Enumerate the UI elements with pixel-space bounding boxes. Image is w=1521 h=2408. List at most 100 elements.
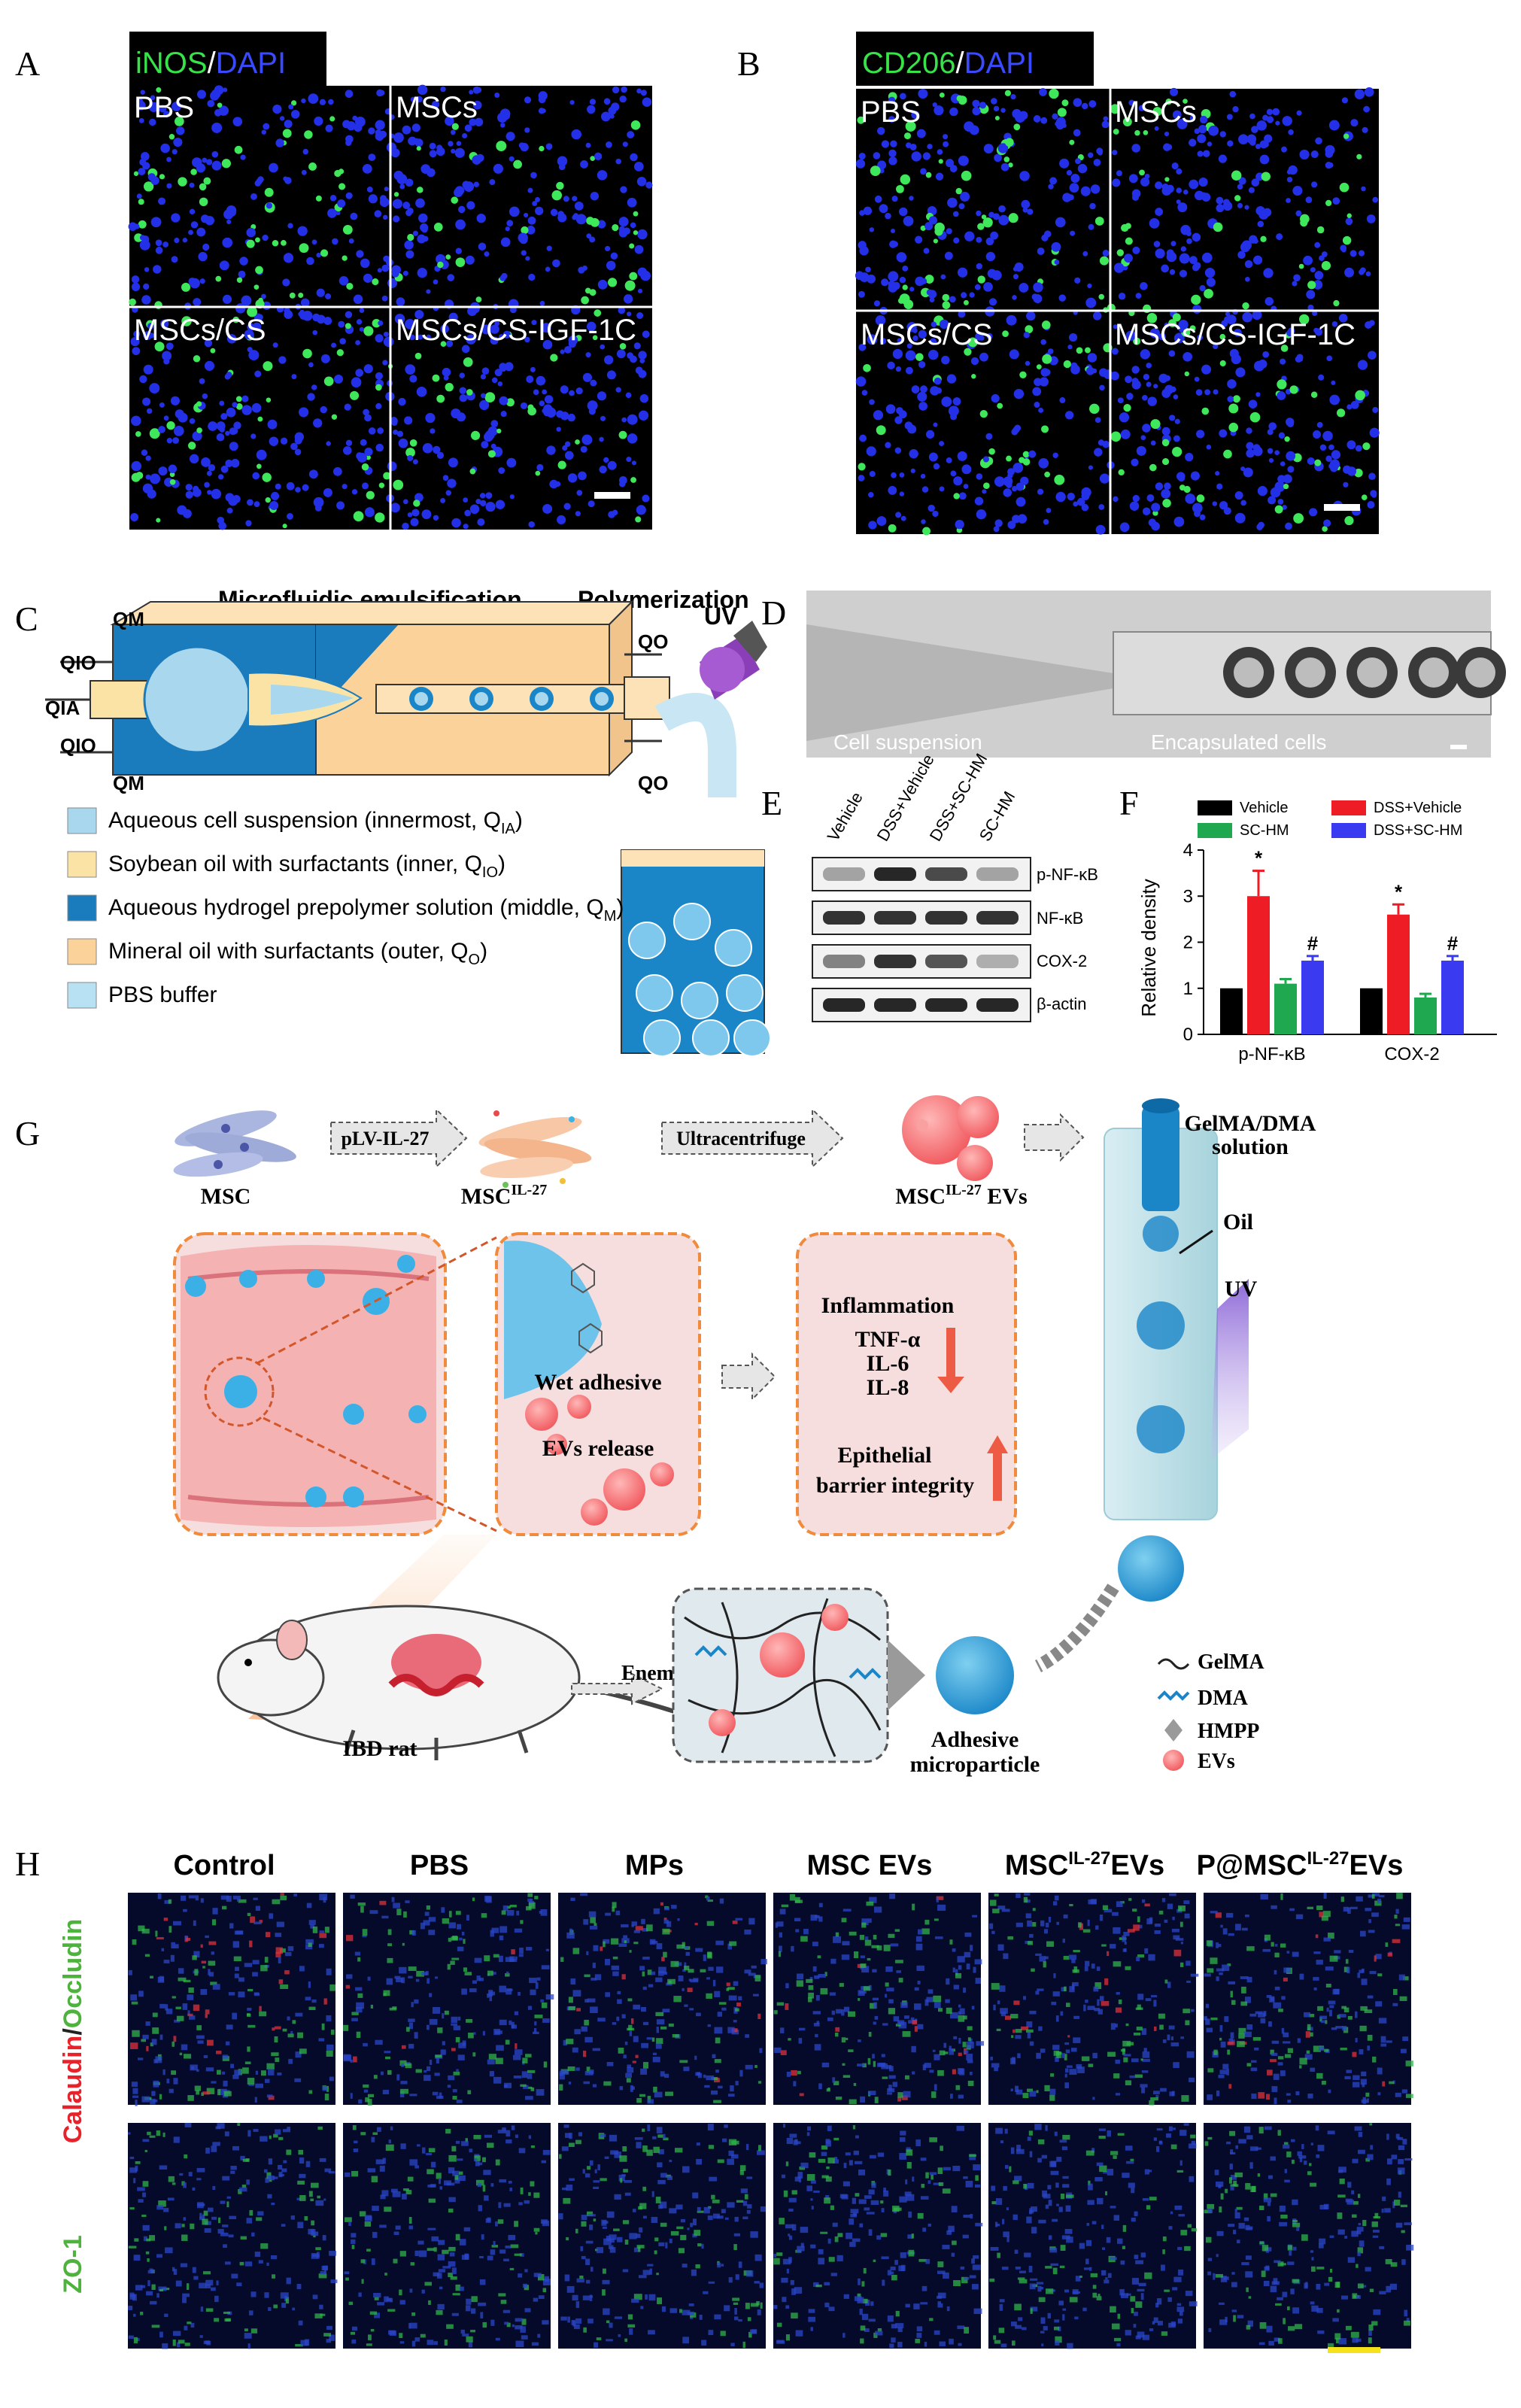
tissue-signal	[1092, 2285, 1097, 2289]
cell-nucleus	[464, 124, 472, 132]
y-tick-label: 3	[1183, 886, 1193, 906]
blot-band	[823, 867, 865, 881]
tissue-signal	[904, 2191, 912, 2197]
cell-nucleus	[355, 340, 360, 345]
tissue-signal	[689, 2008, 694, 2011]
tissue-signal	[1050, 2170, 1059, 2176]
tissue-signal	[306, 1902, 312, 1908]
cell-nucleus	[1134, 129, 1140, 136]
cell-nucleus	[246, 227, 256, 238]
cell-nucleus	[495, 500, 505, 509]
droplet-highlight	[1295, 657, 1325, 688]
tissue-signal	[567, 2316, 570, 2323]
tissue-signal	[542, 2149, 551, 2155]
cell-nucleus	[535, 470, 541, 476]
tissue-signal	[1113, 1961, 1122, 1967]
cell-nucleus	[1070, 174, 1080, 183]
tissue-signal	[1295, 2091, 1300, 2096]
tissue-signal	[707, 1952, 712, 1959]
cell-nucleus	[891, 472, 897, 478]
tissue-signal	[1011, 2057, 1016, 2063]
collection-beaker	[621, 849, 771, 1057]
tissue-signal	[659, 2201, 667, 2209]
cell-nucleus	[933, 422, 938, 427]
tissue-signal	[967, 2026, 973, 2030]
cell-nucleus	[1329, 394, 1340, 405]
tissue-signal	[573, 2324, 580, 2330]
tissue-signal	[748, 1972, 756, 1976]
tissue-signal	[405, 2063, 412, 2069]
tissue-signal	[726, 1987, 730, 1991]
tissue-signal	[506, 2322, 511, 2328]
tissue-signal	[1178, 2269, 1184, 2276]
tissue-signal	[900, 2002, 908, 2009]
cell-nucleus	[1197, 150, 1204, 157]
tissue-signal	[472, 1897, 475, 1902]
tissue-signal	[1127, 1929, 1135, 1933]
tissue-signal	[315, 2200, 324, 2206]
tissue-signal	[931, 2174, 934, 2180]
tissue-signal	[975, 1978, 982, 1984]
beaker-microsphere	[636, 974, 673, 1012]
tissue-signal	[228, 2234, 234, 2238]
tissue-signal	[1389, 2081, 1395, 2085]
blot-label-p-nfkb: p-NF-κB	[1037, 865, 1098, 884]
cell-nucleus	[1047, 348, 1054, 354]
tissue-signal	[147, 2280, 150, 2286]
blot-band	[874, 955, 916, 968]
cell-nucleus	[313, 496, 324, 508]
cell-nucleus	[556, 181, 564, 190]
tissue-signal	[882, 2279, 885, 2286]
tissue-signal	[776, 2340, 785, 2343]
tissue-signal	[1392, 2003, 1398, 2006]
tissue-signal	[1324, 2048, 1329, 2052]
tissue-signal	[1344, 2075, 1351, 2080]
cell-nucleus	[975, 332, 984, 341]
cell-nucleus	[144, 267, 150, 272]
tissue-signal	[1072, 2291, 1081, 2294]
tissue-signal	[806, 1978, 813, 1983]
tissue-signal	[216, 2280, 219, 2285]
cell-nucleus	[552, 259, 560, 268]
cell-nucleus	[312, 329, 318, 336]
tissue-signal	[215, 2126, 221, 2130]
cell-nucleus	[920, 385, 927, 393]
tissue-signal	[1403, 1976, 1409, 1981]
tissue-signal	[746, 2209, 751, 2214]
tissue-signal	[430, 2161, 436, 2168]
cell-nucleus	[599, 465, 607, 474]
tissue-signal	[260, 2243, 269, 2249]
cell-nucleus	[1319, 444, 1327, 451]
tissue-signal	[175, 2223, 181, 2229]
tissue-signal	[1359, 2025, 1367, 2032]
cell-nucleus	[937, 149, 943, 155]
tissue-signal	[182, 2003, 188, 2010]
legend-swatch	[1331, 800, 1366, 815]
tissue-signal	[1402, 2139, 1407, 2145]
tissue-signal	[1063, 1955, 1070, 1960]
tissue-signal	[828, 2257, 835, 2262]
cell-nucleus	[481, 324, 492, 335]
cell-nucleus	[1012, 274, 1019, 280]
cell-nucleus	[585, 352, 591, 358]
tissue-signal	[606, 2211, 615, 2218]
tissue-signal	[1144, 1948, 1149, 1954]
panel-b-label-mscs-cs: MSCs/CS	[861, 318, 993, 351]
cell-nucleus	[1325, 144, 1335, 155]
tissue-signal	[1228, 1933, 1234, 1936]
tissue-signal	[728, 2139, 737, 2145]
cell-nucleus	[1251, 126, 1258, 133]
tissue-signal	[399, 2251, 406, 2257]
tissue-signal	[1335, 2026, 1343, 2029]
tissue-signal	[367, 2094, 374, 2097]
cell-nucleus	[1237, 184, 1243, 190]
tissue-signal	[1096, 2162, 1104, 2167]
cell-nucleus	[284, 120, 293, 129]
cell-nucleus	[481, 393, 486, 399]
tissue-signal	[1234, 2209, 1237, 2212]
tissue-signal	[255, 1905, 261, 1912]
cell-nucleus	[1070, 362, 1078, 369]
tissue-signal	[727, 2027, 735, 2033]
cell-nucleus	[942, 293, 950, 302]
tissue-signal	[1277, 2130, 1281, 2136]
